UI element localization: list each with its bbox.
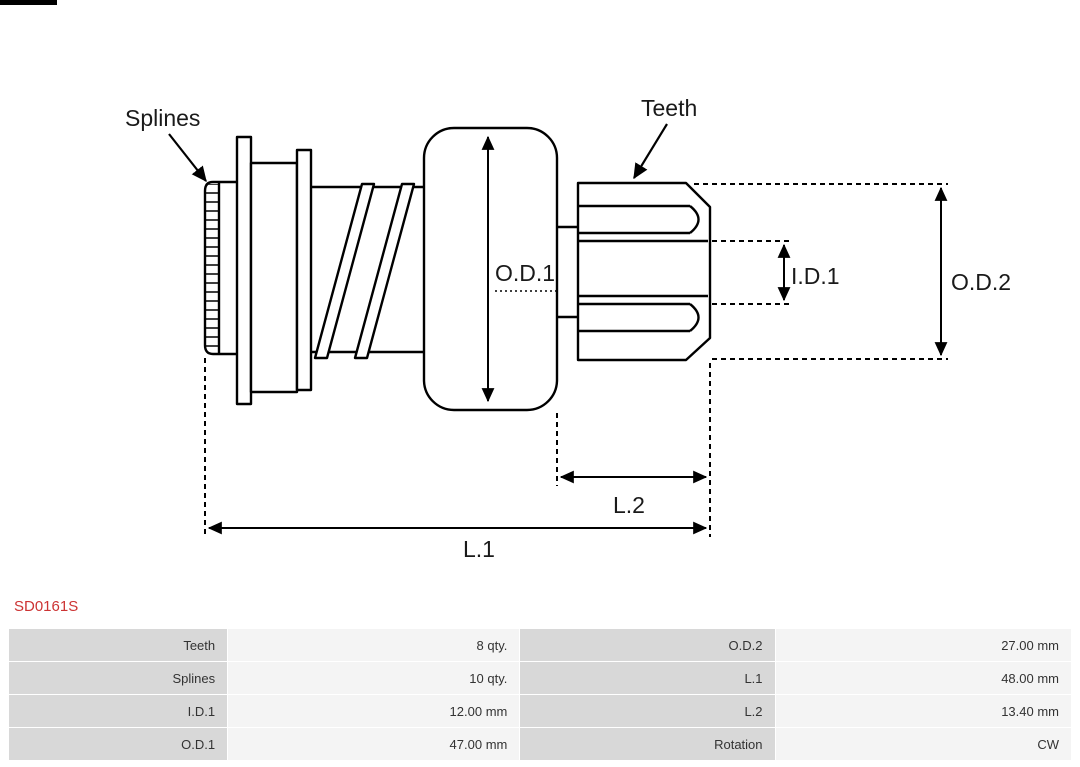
spec-label: O.D.2 <box>520 629 775 661</box>
spec-value: 27.00 mm <box>775 629 1071 661</box>
l2-label: L.2 <box>613 492 645 518</box>
rear-disc <box>295 148 313 392</box>
spec-value: 13.40 mm <box>775 695 1071 727</box>
spec-label: Splines <box>9 662 228 694</box>
splined-shaft <box>203 180 237 356</box>
part-code: SD0161S <box>14 598 79 615</box>
teeth-arrow <box>633 123 668 180</box>
hub-cylinder <box>249 161 299 394</box>
callout-arrows <box>168 123 668 183</box>
technical-drawing: Splines Teeth O.D.1 I.D.1 O.D.2 L.2 L.1 <box>125 95 1011 562</box>
spec-label: L.1 <box>520 662 775 694</box>
id1-label: I.D.1 <box>791 263 840 289</box>
spec-value: 12.00 mm <box>228 695 520 727</box>
splines-arrow <box>168 133 207 183</box>
spec-label: Teeth <box>9 629 228 661</box>
od1-label: O.D.1 <box>495 260 555 286</box>
dimension-lines <box>207 135 948 535</box>
drive-outline <box>203 126 712 412</box>
table-row: Teeth 8 qty. O.D.2 27.00 mm <box>9 629 1071 661</box>
spec-value: 47.00 mm <box>228 728 520 760</box>
spring-coils <box>313 182 416 360</box>
top-left-artifact <box>0 0 57 5</box>
teeth-label: Teeth <box>641 95 697 121</box>
spec-label: Rotation <box>520 728 775 760</box>
pinion-gear <box>576 181 712 362</box>
spec-label: O.D.1 <box>9 728 228 760</box>
front-disc <box>235 135 253 406</box>
spec-label: L.2 <box>520 695 775 727</box>
splines-label: Splines <box>125 105 200 131</box>
l1-label: L.1 <box>463 536 495 562</box>
neck <box>557 225 578 319</box>
construction-lines <box>204 183 948 537</box>
od2-label: O.D.2 <box>951 269 1011 295</box>
table-row: O.D.1 47.00 mm Rotation CW <box>9 728 1071 760</box>
table-row: Splines 10 qty. L.1 48.00 mm <box>9 662 1071 694</box>
spec-label: I.D.1 <box>9 695 228 727</box>
spec-value: 8 qty. <box>228 629 520 661</box>
spec-value: 10 qty. <box>228 662 520 694</box>
spec-value: 48.00 mm <box>775 662 1071 694</box>
spec-value: CW <box>775 728 1071 760</box>
table-row: I.D.1 12.00 mm L.2 13.40 mm <box>9 695 1071 727</box>
specs-table: Teeth 8 qty. O.D.2 27.00 mm Splines 10 q… <box>8 628 1072 761</box>
